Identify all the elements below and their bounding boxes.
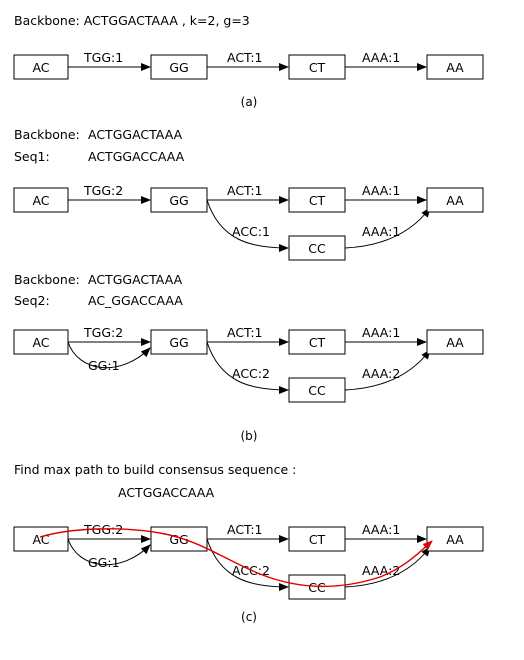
- edge-label-act: ACT:1: [227, 183, 263, 198]
- seq1-label: Seq1:: [14, 149, 50, 164]
- node-ct: CT: [288, 54, 346, 80]
- node-ct: CT: [288, 187, 346, 213]
- node-ct: CT: [288, 526, 346, 552]
- node-aa: AA: [426, 54, 484, 80]
- node-gg: GG: [150, 54, 208, 80]
- edge-gg-cc: [206, 341, 289, 394]
- edge-label-gg: GG:1: [88, 358, 120, 373]
- edge-cc-aa: [344, 349, 431, 391]
- svg-text:AA: AA: [446, 532, 464, 547]
- consensus-sequence: ACTGGACCAAA: [118, 485, 215, 500]
- svg-text:CT: CT: [309, 532, 326, 547]
- panel-b1: Backbone: ACTGGACTAAA Seq1: ACTGGACCAAA …: [13, 127, 484, 261]
- seq2-label: Seq2:: [14, 293, 50, 308]
- node-ac: AC: [13, 54, 69, 80]
- svg-text:CC: CC: [308, 241, 326, 256]
- svg-text:AC: AC: [32, 335, 49, 350]
- edge-label-aaa: AAA:1: [362, 50, 400, 65]
- edge-label-acc: ACC:2: [232, 366, 270, 381]
- edge-label-aaa-cc: AAA:1: [362, 224, 400, 239]
- caption-b: (b): [241, 429, 258, 443]
- node-aa: AA: [426, 526, 484, 552]
- edge-label-gg: GG:1: [88, 555, 120, 570]
- panel-c: Find max path to build consensus sequenc…: [13, 462, 484, 624]
- edge-ac-gg-skip: [67, 538, 151, 566]
- edge-label-aaa: AAA:1: [362, 183, 400, 198]
- edge-gg-cc: [206, 199, 289, 252]
- node-cc: CC: [288, 377, 346, 403]
- backbone-seq: ACTGGACTAAA: [88, 127, 183, 142]
- svg-text:GG: GG: [169, 60, 188, 75]
- edge-label-act: ACT:1: [227, 522, 263, 537]
- svg-text:GG: GG: [169, 335, 188, 350]
- node-ac: AC: [13, 526, 69, 552]
- edge-ac-gg-skip: [67, 341, 151, 369]
- node-aa: AA: [426, 187, 484, 213]
- backbone-seq: ACTGGACTAAA: [88, 272, 183, 287]
- panel-a-header: Backbone: ACTGGACTAAA , k=2, g=3: [14, 13, 250, 28]
- svg-text:CC: CC: [308, 383, 326, 398]
- svg-text:GG: GG: [169, 193, 188, 208]
- caption-c: (c): [241, 610, 257, 624]
- max-path-line: [39, 528, 433, 588]
- edge-label-tgg: TGG:2: [83, 183, 123, 198]
- caption-a: (a): [241, 95, 258, 109]
- node-gg: GG: [150, 329, 208, 355]
- node-gg: GG: [150, 526, 208, 552]
- node-ac: AC: [13, 329, 69, 355]
- node-cc: CC: [288, 574, 346, 600]
- edge-label-aaa: AAA:1: [362, 522, 400, 537]
- edge-label-tgg: TGG:2: [83, 325, 123, 340]
- svg-text:AA: AA: [446, 335, 464, 350]
- panel-a: Backbone: ACTGGACTAAA , k=2, g=3 TGG:1 A…: [13, 13, 484, 109]
- seq1-value: ACTGGACCAAA: [88, 149, 185, 164]
- edge-label-aaa-cc: AAA:2: [362, 366, 400, 381]
- panel-b2: Backbone: ACTGGACTAAA Seq2: AC_GGACCAAA …: [13, 272, 484, 443]
- svg-text:AA: AA: [446, 60, 464, 75]
- panel-c-header: Find max path to build consensus sequenc…: [14, 462, 296, 477]
- svg-text:AA: AA: [446, 193, 464, 208]
- edge-label-aaa: AAA:1: [362, 325, 400, 340]
- node-aa: AA: [426, 329, 484, 355]
- svg-text:AC: AC: [32, 193, 49, 208]
- svg-text:CT: CT: [309, 193, 326, 208]
- node-ac: AC: [13, 187, 69, 213]
- edge-label-aaa-cc: AAA:2: [362, 563, 400, 578]
- edge-label-act: ACT:1: [227, 50, 263, 65]
- edge-label-act: ACT:1: [227, 325, 263, 340]
- svg-text:CT: CT: [309, 335, 326, 350]
- svg-text:AC: AC: [32, 60, 49, 75]
- backbone-label: Backbone:: [14, 127, 80, 142]
- node-ct: CT: [288, 329, 346, 355]
- backbone-label: Backbone:: [14, 272, 80, 287]
- svg-text:CT: CT: [309, 60, 326, 75]
- svg-text:AC: AC: [32, 532, 49, 547]
- node-gg: GG: [150, 187, 208, 213]
- edge-label-acc: ACC:1: [232, 224, 270, 239]
- edge-label-tgg: TGG:1: [83, 50, 123, 65]
- seq2-value: AC_GGACCAAA: [88, 293, 183, 308]
- svg-text:CC: CC: [308, 580, 326, 595]
- edge-cc-aa: [344, 546, 431, 588]
- edge-cc-aa: [344, 207, 431, 249]
- node-cc: CC: [288, 235, 346, 261]
